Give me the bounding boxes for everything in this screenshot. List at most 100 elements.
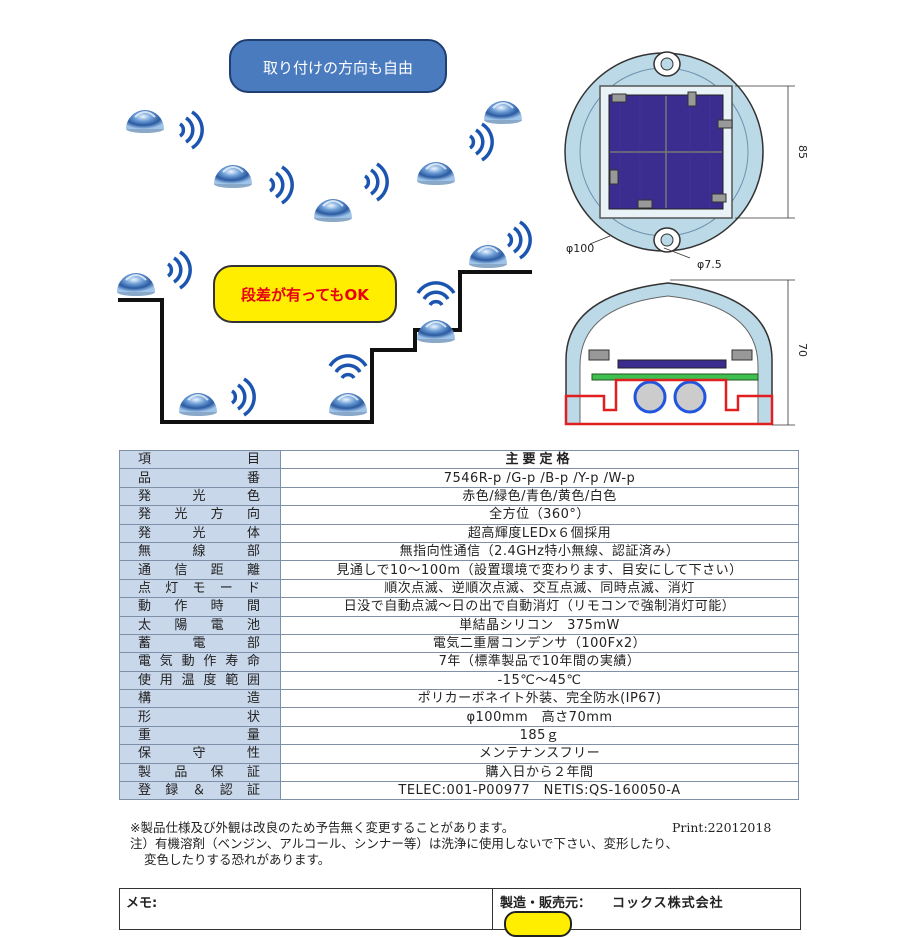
spec-value: 順次点滅、逆順次点滅、交互点滅、同時点滅、消灯 [280, 578, 799, 599]
spec-table-header: 項目 主要定格 [119, 449, 799, 470]
top-view-drawing [564, 51, 795, 259]
step-ok-callout [213, 265, 397, 323]
spec-row: 発光色赤色/緑色/青色/黄色/白色 [119, 486, 799, 507]
signal-waves-icon [468, 122, 494, 162]
spec-key-header: 項目 [119, 449, 281, 470]
signal-waves-icon [416, 281, 456, 307]
signal-waves-icon [230, 377, 256, 417]
spec-key: 構造 [119, 689, 281, 709]
spec-value: 日没で自動点滅〜日の出で自動消灯（リモコンで強制消灯可能） [280, 597, 799, 617]
maker-label: 製造・販売元： [500, 896, 592, 911]
spec-value: 7546R-p /G-p /B-p /Y-p /W-p [280, 468, 799, 488]
mount-direction-text: 取り付けの方向も自由 [263, 59, 413, 77]
spec-row: 製品保証購入日から２年間 [119, 762, 799, 783]
spec-value-header: 主要定格 [280, 449, 799, 470]
beacon-icon [125, 109, 165, 134]
diameter-label: φ100 [566, 242, 594, 255]
spec-value: 全方位（360°） [280, 505, 799, 525]
spec-row: 使用温度範囲-15℃〜45℃ [119, 670, 799, 691]
width-dimension-label: 85 [796, 145, 809, 159]
spec-row: 無線部無指向性通信（2.4GHz特小無線、認証済み） [119, 541, 799, 562]
spec-row: 通信距離見通しで10〜100m（設置環境で変わります、目安にして下さい） [119, 560, 799, 580]
spec-value: 185ｇ [280, 725, 799, 746]
spec-value: 購入日から２年間 [280, 762, 799, 783]
spec-key: 電気動作寿命 [119, 652, 281, 672]
step-outline [118, 270, 532, 424]
beacon-icon [416, 161, 456, 186]
spec-key: 太陽電池 [119, 615, 281, 635]
signal-waves-icon [506, 220, 532, 260]
spec-key: 保守性 [119, 744, 281, 764]
spec-key: 点灯モード [119, 578, 281, 599]
step-ok-text: 段差が有ってもOK [241, 286, 370, 304]
signal-waves-icon [363, 162, 389, 202]
spec-value: 赤色/緑色/青色/黄色/白色 [280, 486, 799, 507]
spec-row: 構造ポリカーボネイト外装、完全防水(IP67) [119, 689, 799, 709]
spec-key: 使用温度範囲 [119, 670, 281, 691]
footer-box: メモ: 製造・販売元： コックス株式会社 [119, 888, 801, 937]
spec-key: 通信距離 [119, 560, 281, 580]
beacon-icon [178, 392, 218, 417]
spec-value: -15℃〜45℃ [280, 670, 799, 691]
spec-row: 点灯モード順次点滅、逆順次点滅、交互点滅、同時点滅、消灯 [119, 578, 799, 599]
spec-value: 単結晶シリコン 375mW [280, 615, 799, 635]
beacon-icon [468, 244, 508, 269]
spec-row: 保守性メンテナンスフリー [119, 744, 799, 764]
spec-key: 蓄電部 [119, 633, 281, 654]
product-illustration: 取り付けの方向も自由 段差が有ってもOK [116, 39, 809, 426]
spec-value: 電気二重層コンデンサ（100Fx2） [280, 633, 799, 654]
spec-key: 発光方向 [119, 505, 281, 525]
spec-row: 動作時間日没で自動点滅〜日の出で自動消灯（リモコンで強制消灯可能） [119, 597, 799, 617]
spec-key: 無線部 [119, 541, 281, 562]
spec-value: φ100mm 高さ70mm [280, 707, 799, 727]
notes: ※製品仕様及び外観は改良のため予告無く変更することがあります。 注）有機溶剤（ベ… [130, 820, 790, 868]
spec-value: 無指向性通信（2.4GHz特小無線、認証済み） [280, 541, 799, 562]
beacon-icon [116, 272, 156, 297]
spec-row: 蓄電部電気二重層コンデンサ（100Fx2） [119, 633, 799, 654]
memo-label: メモ: [126, 896, 158, 911]
print-date: Print:22012018 [672, 820, 772, 835]
spec-value: メンテナンスフリー [280, 744, 799, 764]
spec-key: 形状 [119, 707, 281, 727]
spec-value: 見通しで10〜100m（設置環境で変わります、目安にして下さい） [280, 560, 799, 580]
signal-waves-icon [328, 354, 368, 380]
beacon-icon [213, 164, 253, 189]
spec-row: 発光方向全方位（360°） [119, 505, 799, 525]
height-dimension-label: 70 [796, 343, 809, 357]
spec-key: 製品保証 [119, 762, 281, 783]
beacon-icon [313, 198, 353, 223]
company-logo-badge [504, 911, 572, 937]
beacon-icon [328, 392, 368, 417]
spec-value: 超高輝度LEDx６個採用 [280, 523, 799, 543]
note-line-1: ※製品仕様及び外観は改良のため予告無く変更することがあります。 [130, 820, 515, 835]
spec-key: 発光色 [119, 486, 281, 507]
note-line-3: 変色したりする恐れがあります。 [144, 852, 331, 867]
spec-value: TELEC:001-P00977 NETIS:QS-160050-A [280, 781, 799, 801]
hole-diameter-label: φ7.5 [697, 258, 722, 271]
company-name: コックス株式会社 [612, 896, 724, 911]
spec-row: 発光体超高輝度LEDx６個採用 [119, 523, 799, 543]
spec-value: ポリカーボネイト外装、完全防水(IP67) [280, 689, 799, 709]
side-view-drawing [564, 279, 795, 426]
spec-key: 発光体 [119, 523, 281, 543]
spec-key: 動作時間 [119, 597, 281, 617]
beacon-icon [483, 100, 523, 125]
spec-value: 7年（標準製品で10年間の実績） [280, 652, 799, 672]
note-line-2: 注）有機溶剤（ベンジン、アルコール、シンナー等）は洗浄に使用しないで下さい、変形… [130, 836, 679, 851]
spec-key: 重量 [119, 725, 281, 746]
footer-divider [492, 889, 493, 929]
beacon-icon [416, 319, 456, 344]
signal-waves-icon [166, 250, 192, 290]
signal-waves-icon [268, 165, 294, 205]
spec-key: 品番 [119, 468, 281, 488]
signal-waves-icon [178, 110, 204, 150]
spec-key: 登録＆認証 [119, 781, 281, 801]
spec-row: 太陽電池単結晶シリコン 375mW [119, 615, 799, 635]
mount-direction-callout [229, 39, 447, 93]
